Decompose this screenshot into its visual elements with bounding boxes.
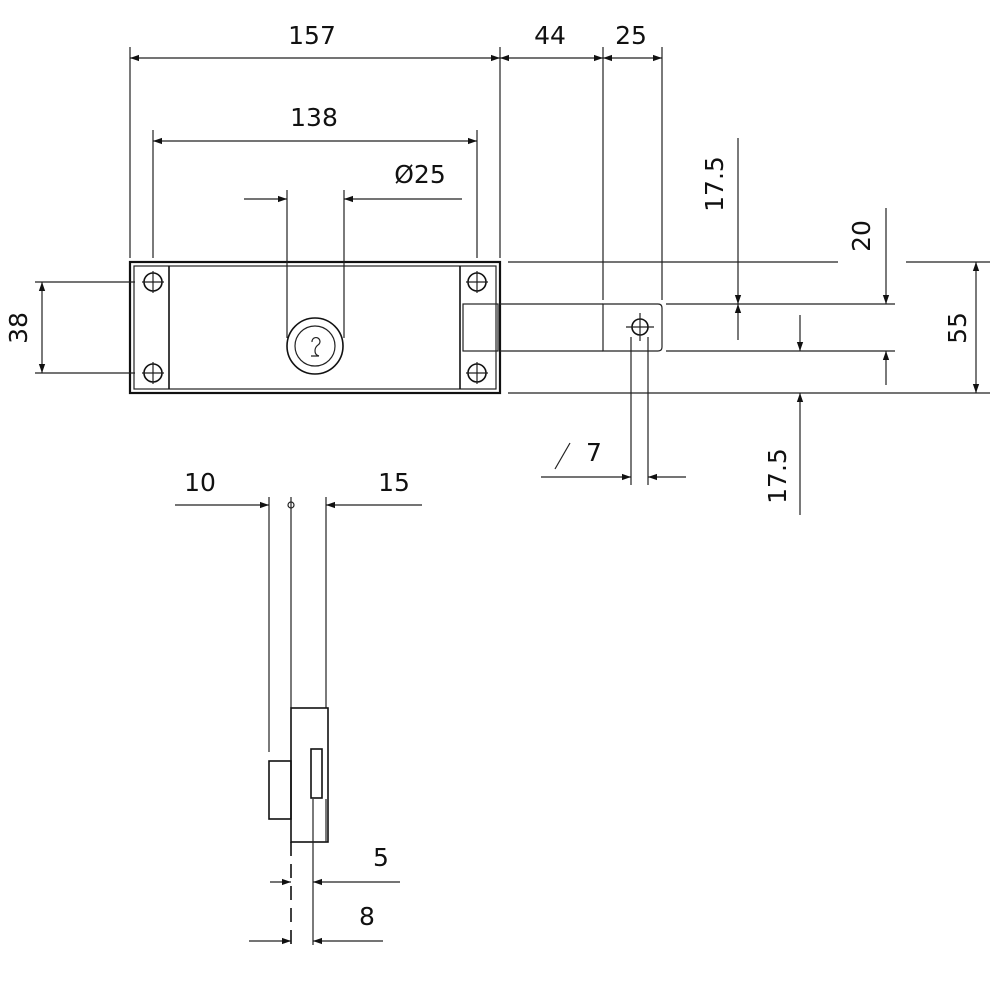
dimension-138: 138 [153,103,477,145]
dimension-25: 25 [603,21,662,62]
label-55: 55 [943,312,972,344]
dimension-15: 15 [326,468,422,509]
label-10: 10 [184,468,216,497]
label-38: 38 [4,312,33,344]
dimension-10: 10 [175,468,269,509]
label-157: 157 [288,21,336,50]
screw-hole-top-left [142,271,164,293]
dimension-55: 55 [943,262,980,393]
label-20: 20 [847,220,876,252]
dimension-bore-25: Ø25 [244,160,462,203]
label-lower-17-5: 17.5 [763,448,792,504]
label-15: 15 [378,468,410,497]
dimension-7: 7 [541,438,686,481]
label-25: 25 [615,21,647,50]
dimension-5: 5 [270,843,400,886]
dimension-20: 20 [847,208,890,385]
label-138: 138 [290,103,338,132]
side-view [268,497,329,945]
label-upper-17-5: 17.5 [700,156,729,212]
label-bore-25: Ø25 [394,160,446,189]
bolt [500,303,663,352]
screw-hole-top-right [466,271,488,293]
key-cylinder [286,317,344,375]
label-44: 44 [534,21,566,50]
dimension-8: 8 [249,902,383,945]
dimension-157: 157 [130,21,500,62]
lock-body [128,260,502,395]
screw-hole-bottom-left [142,362,164,384]
label-8: 8 [359,902,375,931]
dimension-upper-17-5: 17.5 [700,138,742,340]
label-7: 7 [586,438,602,467]
dimension-44: 44 [500,21,603,62]
label-5: 5 [373,843,389,872]
dimension-38: 38 [4,282,46,373]
bolt-hole [626,313,654,341]
dimension-lower-17-5: 17.5 [763,315,804,515]
screw-hole-bottom-right [466,362,488,384]
